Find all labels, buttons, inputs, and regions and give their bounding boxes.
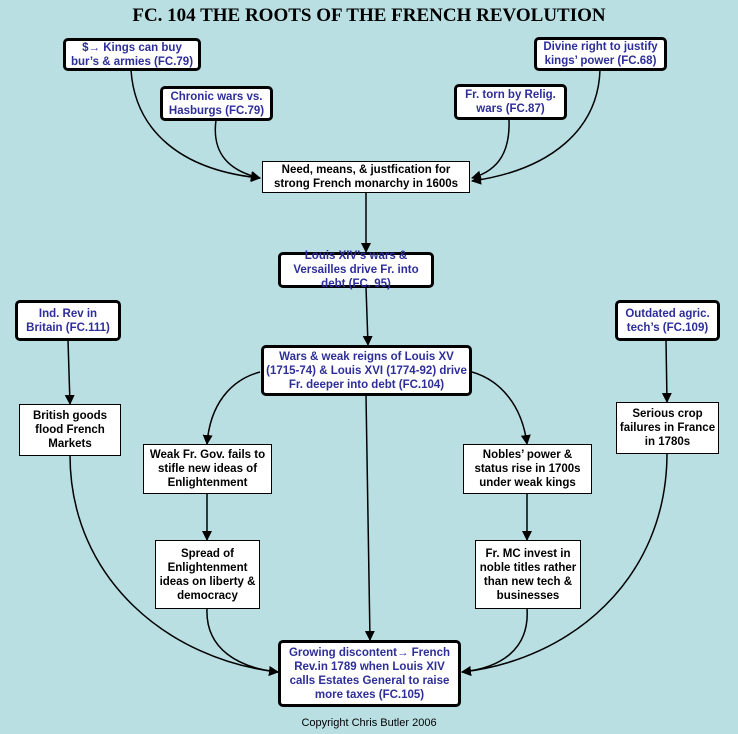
- node-weak-reigns: Wars & weak reigns of Louis XV (1715-74)…: [261, 345, 472, 396]
- arrow-reigns-to-weakgov: [202, 371, 261, 445]
- node-chronic-wars: Chronic wars vs. Hasburgs (FC.79): [160, 86, 273, 121]
- node-ind-rev: Ind. Rev in Britain (FC.111): [15, 300, 121, 341]
- node-weak-gov: Weak Fr. Gov. fails to stifle new ideas …: [143, 444, 272, 494]
- copyright-text: Copyright Chris Butler 2006: [301, 717, 437, 729]
- arrow-chronic-to-need: [214, 119, 261, 181]
- arrow-relig-to-need: [471, 119, 510, 181]
- arrow-crop-to-discontent: [461, 452, 668, 676]
- arrow-frmc-to-discontent: [461, 607, 528, 677]
- arrow-louisxiv-to-reigns: [362, 286, 373, 346]
- node-outdated-agric: Outdated agric. tech’s (FC.109): [615, 300, 720, 341]
- arrow-reigns-to-nobles: [471, 371, 531, 445]
- node-divine-right: Divine right to justify kings’ power (FC…: [534, 37, 667, 71]
- arrow-british-to-discontent: [69, 454, 279, 676]
- node-relig-wars: Fr. torn by Relig. wars (FC.87): [454, 84, 567, 120]
- arrow-indrev-to-british: [64, 339, 75, 405]
- arrow-kings-to-need: [130, 69, 261, 183]
- node-growing-discontent: Growing discontent→ French Rev.in 1789 w…: [278, 640, 461, 707]
- diagram-title: FC. 104 THE ROOTS OF THE FRENCH REVOLUTI…: [132, 5, 606, 26]
- node-crop-failures: Serious crop failures in France in 1780s: [616, 402, 719, 454]
- node-kings-buy: $→ Kings can buy bur’s & armies (FC.79): [63, 38, 201, 71]
- arrow-divine-to-need: [471, 69, 601, 185]
- arrow-reigns-to-discontent: [364, 394, 375, 641]
- node-fr-mc: Fr. MC invest in noble titles rather tha…: [475, 540, 581, 609]
- node-need-means: Need, means, & justfication for strong F…: [262, 161, 470, 193]
- arrow-spread-to-discontent: [206, 607, 279, 677]
- node-louis-xiv: Louis XIV’s wars & Versailles drive Fr. …: [278, 250, 434, 290]
- node-spread-enlightenment: Spread of Enlightenment ideas on liberty…: [155, 540, 260, 609]
- node-nobles-power: Nobles’ power & status rise in 1700s und…: [463, 444, 592, 494]
- arrow-agric-to-crop: [661, 339, 672, 403]
- node-british-goods: British goods flood French Markets: [19, 404, 121, 456]
